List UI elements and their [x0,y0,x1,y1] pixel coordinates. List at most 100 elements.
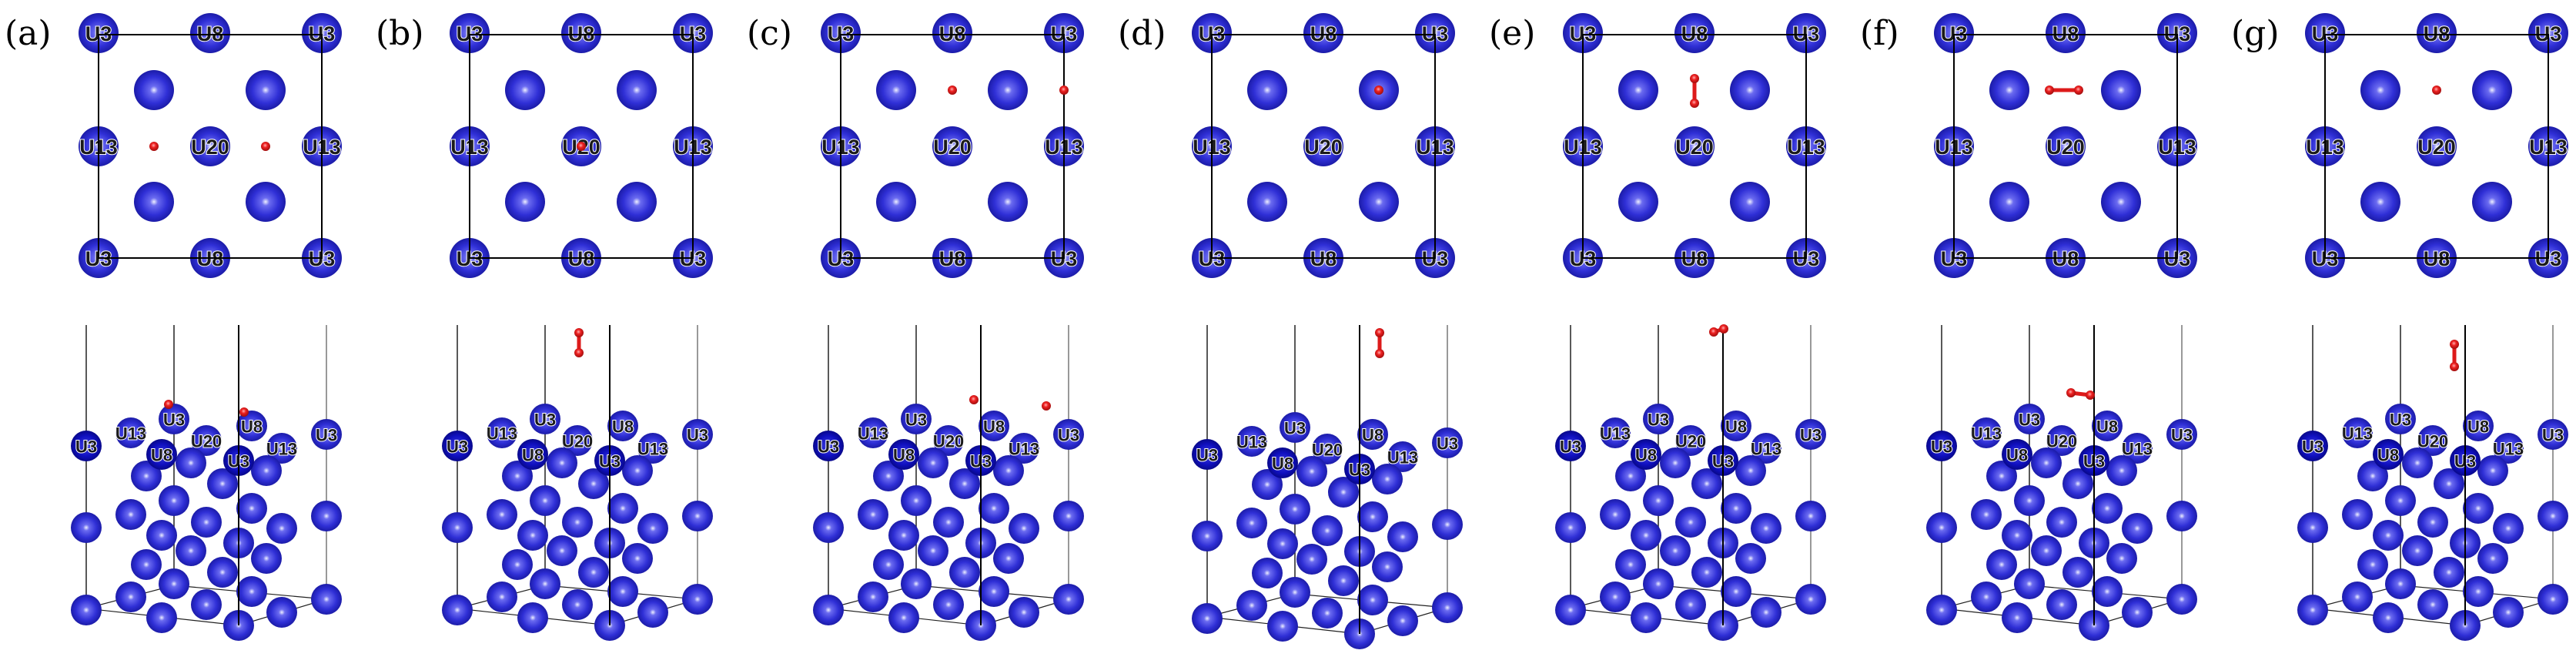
atom-sphere [813,512,844,543]
uranium-atom [2477,455,2508,486]
uranium-atom [1643,568,1674,599]
unit-cell-outline [840,34,1065,259]
uranium-atom [813,595,844,625]
uranium-atom: U3 [901,404,932,434]
atom-sphere [1660,535,1691,566]
atom-label: U3 [75,437,97,457]
atom-sphere [1252,558,1283,588]
atom-sphere [2463,493,2494,524]
atom-sphere [207,557,238,588]
uranium-atom: U3 [673,13,713,53]
uranium-atom: U13 [2492,433,2524,464]
atom-label: U13 [2342,424,2373,444]
uranium-atom [1236,508,1267,538]
atom-sphere [1280,577,1310,608]
uranium-atom [176,447,206,478]
oxygen-atom [2450,340,2459,349]
atom-sphere [2528,13,2568,53]
atom-sphere [2417,589,2448,620]
atom-sphere [131,461,162,491]
uranium-atom [858,582,888,612]
uranium-atom: U8 [2417,13,2457,53]
uranium-atom [246,182,286,222]
atom-sphere [2101,182,2141,222]
uranium-atom [2031,535,2062,566]
uranium-atom [2463,576,2494,607]
uranium-atom [933,589,964,620]
oxygen-group [1709,324,1728,337]
atom-sphere [266,597,297,628]
uranium-atom: U13 [857,417,889,448]
atom-label: U8 [2006,446,2028,465]
uranium-atom [1631,602,1661,633]
oxygen-dimer [1690,74,1699,108]
atom-sphere [2434,557,2464,588]
unit-cell-outline [469,34,694,259]
atom-sphere [1303,126,1343,166]
uranium-atom: U13 [1387,441,1419,472]
atom-sphere [873,461,904,491]
atom-sphere [2360,70,2400,110]
atom-sphere [1971,417,2002,448]
atom-label: U13 [1600,424,1631,444]
uranium-atom [2477,543,2508,574]
atom-sphere [1328,477,1359,508]
oxygen-dimer [1375,328,1384,358]
atom-sphere [1631,602,1661,633]
uranium-atom [1252,558,1283,588]
atom-sphere [1971,582,2002,612]
uranium-atom [131,461,162,491]
uranium-atom [2122,597,2153,628]
uranium-atom [2434,557,2464,588]
uranium-atom [1296,456,1327,487]
uranium-atom [311,584,342,615]
atom-label: U20 [2046,432,2077,451]
atom-label: U20 [2417,432,2448,451]
atom-label: U13 [266,440,297,459]
atom-sphere [1415,13,1455,53]
atom-sphere [1053,584,1084,615]
atom-sphere [246,182,286,222]
uranium-atom [562,507,593,538]
uranium-atom [1971,582,2002,612]
uranium-atom [517,520,548,551]
atom-sphere [1795,501,1826,531]
uranium-atom [622,543,653,574]
uranium-atom [607,576,638,607]
atom-sphere [442,595,473,625]
uranium-atom: U3 [1643,404,1674,434]
atom-sphere [2472,182,2512,222]
atom-sphere [979,493,1009,524]
uranium-atom: U13 [637,433,669,464]
uranium-atom [607,493,638,524]
atom-sphere [988,182,1028,222]
uranium-atom: U8 [2373,439,2404,470]
uranium-atom [1795,584,1826,615]
uranium-atom [487,499,517,530]
atom-sphere [2463,411,2494,441]
uranium-atom [1357,585,1388,615]
uranium-atom [1296,544,1327,575]
atom-sphere [1691,557,1722,588]
atom-sphere [2106,543,2137,574]
atom-sphere [1267,611,1298,642]
atom-sphere [933,425,964,456]
uranium-atom [949,557,980,588]
uranium-atom [1053,584,1084,615]
uranium-atom: U8 [190,13,230,53]
panel-label: (a) [5,14,52,53]
atom-sphere [1236,426,1267,457]
uranium-atom [115,582,146,612]
atom-sphere [2297,431,2328,461]
atom-sphere [1786,13,1826,53]
uranium-atom: U8 [888,439,919,470]
uranium-atom: U13 [266,433,298,464]
uranium-atom [979,576,1009,607]
uranium-atom [2472,70,2512,110]
atom-sphere [2092,493,2123,524]
oxygen-atom [2450,362,2459,371]
uranium-atom: U3 [2538,419,2568,450]
